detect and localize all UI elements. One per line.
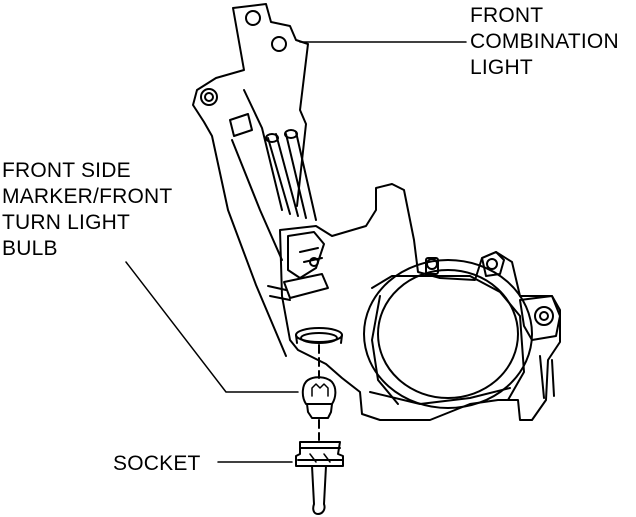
headlamp-lens-inner xyxy=(377,269,519,399)
bulb-socket-opening-inner xyxy=(300,332,338,344)
adjuster-boss xyxy=(425,257,439,275)
mounting-bracket xyxy=(192,3,309,357)
socket-wiring xyxy=(311,465,327,515)
bracket-hole-inner xyxy=(204,92,214,102)
opening-sides xyxy=(295,334,343,344)
housing-lower-lines xyxy=(369,355,555,405)
marker-lamp-pocket xyxy=(287,231,325,279)
bracket-hole-outer xyxy=(200,88,218,106)
front-combination-light-label: FRONT COMBINATION LIGHT xyxy=(470,4,619,79)
lens-frame xyxy=(371,275,525,405)
side-mounting-tab xyxy=(519,295,561,341)
socket-label: SOCKET xyxy=(113,452,201,475)
bracket-hole-top xyxy=(245,10,261,26)
side-tab-hole-outer xyxy=(534,306,554,326)
rib-cap-2 xyxy=(284,129,298,139)
socket-detail xyxy=(309,453,331,463)
bracket-hole-middle xyxy=(271,36,287,52)
bulb-base xyxy=(306,403,333,419)
upper-fitting xyxy=(481,251,505,277)
bulb-filament xyxy=(311,383,329,397)
side-tab-hole-inner xyxy=(539,311,549,321)
rib-cap-1 xyxy=(265,133,279,143)
upper-fitting-hole xyxy=(486,258,498,270)
bracket-ribs xyxy=(229,89,317,261)
connector-pin xyxy=(309,257,319,267)
headlamp-lens-outer xyxy=(363,259,533,409)
socket-body xyxy=(295,441,344,467)
leader-marker-bulb xyxy=(125,261,299,393)
marker-turn-bulb-label: FRONT SIDE MARKER/FRONT TURN LIGHT BULB xyxy=(2,159,173,260)
housing-body xyxy=(279,183,561,421)
marker-connector xyxy=(267,273,329,301)
socket-ring xyxy=(297,447,343,461)
wedge-bulb-glass xyxy=(301,376,337,405)
